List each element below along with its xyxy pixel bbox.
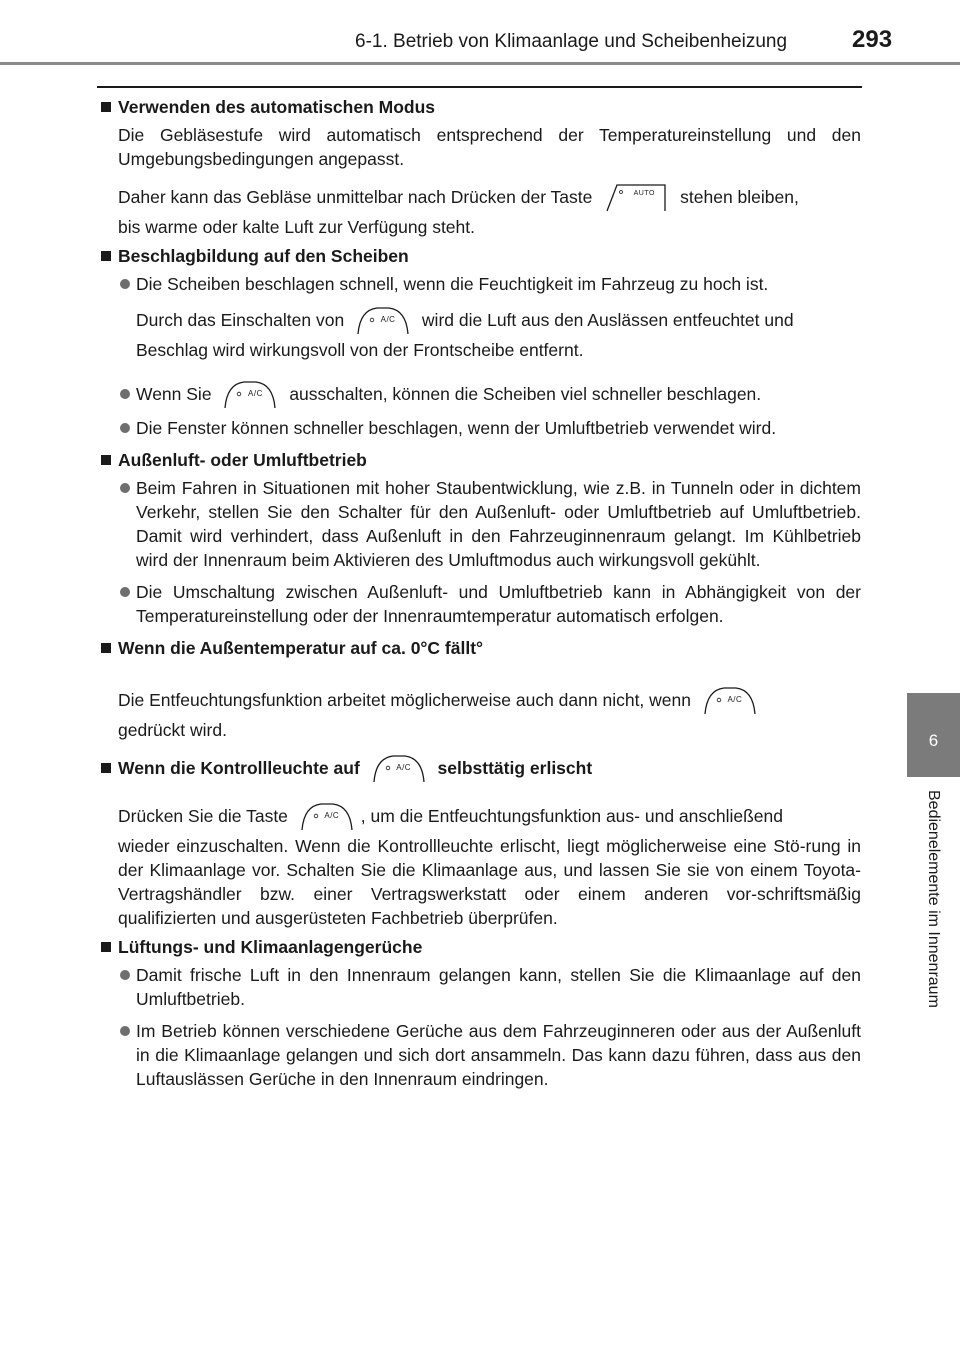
square-bullet-icon <box>101 942 111 952</box>
paragraph-with-icon: Drücken Sie die Taste A/C , um die Entfe… <box>99 788 861 844</box>
chapter-tab: 6 <box>907 693 960 777</box>
square-bullet-icon <box>101 251 111 261</box>
list-item: Im Betrieb können verschiedene Gerüche a… <box>99 1019 861 1091</box>
section-heading-recirculation: Außenluft- oder Umluftbetrieb <box>99 448 861 472</box>
line-with-icon: Durch das Einschalten von A/C wird die L… <box>136 292 861 348</box>
list-item: Damit frische Luft in den Innenraum gela… <box>99 963 861 1011</box>
section-heading-odors: Lüftungs- und Klimaanlagengerüche <box>99 935 861 959</box>
round-bullet-icon <box>120 389 130 399</box>
ac-button-icon: A/C <box>299 802 355 832</box>
square-bullet-icon <box>101 455 111 465</box>
paragraph-with-icon: Daher kann das Gebläse unmittelbar nach … <box>99 169 861 225</box>
auto-button-icon: AUTO <box>603 183 669 213</box>
content-top-rule <box>97 86 862 88</box>
chapter-tab-number: 6 <box>928 731 939 750</box>
paragraph: Die Gebläsestufe wird automatisch entspr… <box>118 125 861 169</box>
page-content: Verwenden des automatischen Modus Die Ge… <box>99 95 861 1099</box>
list-item: Wenn Sie A/C ausschalten, können die Sch… <box>99 366 861 422</box>
paragraph-with-icon: Die Entfeuchtungsfunktion arbeitet mögli… <box>99 672 861 728</box>
list-item: Die Fenster können schneller beschlagen,… <box>99 416 861 440</box>
section-heading-text: Wenn die Außentemperatur auf ca. 0°C fäl… <box>118 638 484 658</box>
ac-button-icon: A/C <box>371 754 427 784</box>
header-divider <box>0 62 960 65</box>
section-heading-auto-mode: Verwenden des automatischen Modus <box>99 95 861 119</box>
section-heading-text: Verwenden des automatischen Modus <box>118 97 436 117</box>
round-bullet-icon <box>120 279 130 289</box>
round-bullet-icon <box>120 483 130 493</box>
section-heading-indicator: Wenn die Kontrollleuchte auf A/C selbstt… <box>99 740 861 796</box>
chapter-side-label: Bedienelemente im Innenraum <box>925 790 942 1008</box>
page-number: 293 <box>852 26 893 53</box>
paragraph: wieder einzuschalten. Wenn die Kontrolll… <box>118 836 861 928</box>
section-heading-text: Beschlagbildung auf den Scheiben <box>118 246 409 266</box>
round-bullet-icon <box>120 587 130 597</box>
list-item: Die Scheiben beschlagen schnell, wenn di… <box>99 272 861 362</box>
section-heading-text: Lüftungs- und Klimaanlagengerüche <box>118 937 423 957</box>
ac-button-icon: A/C <box>355 306 411 336</box>
list-item: Beim Fahren in Situationen mit hoher Sta… <box>99 476 861 572</box>
square-bullet-icon <box>101 643 111 653</box>
square-bullet-icon <box>101 102 111 112</box>
header-section-title: 6-1. Betrieb von Klimaanlage und Scheibe… <box>355 31 788 52</box>
section-heading-text: Außenluft- oder Umluftbetrieb <box>118 450 367 470</box>
round-bullet-icon <box>120 423 130 433</box>
paragraph: gedrückt wird. <box>118 720 227 740</box>
round-bullet-icon <box>120 970 130 980</box>
paragraph: bis warme oder kalte Luft zur Verfügung … <box>118 217 475 237</box>
ac-button-icon: A/C <box>222 380 278 410</box>
section-heading-fogging: Beschlagbildung auf den Scheiben <box>99 244 861 268</box>
section-heading-cold-temperature: Wenn die Außentemperatur auf ca. 0°C fäl… <box>99 636 861 660</box>
list-item: Die Umschaltung zwischen Außenluft- und … <box>99 580 861 628</box>
round-bullet-icon <box>120 1026 130 1036</box>
ac-button-icon: A/C <box>702 686 758 716</box>
square-bullet-icon <box>101 763 111 773</box>
